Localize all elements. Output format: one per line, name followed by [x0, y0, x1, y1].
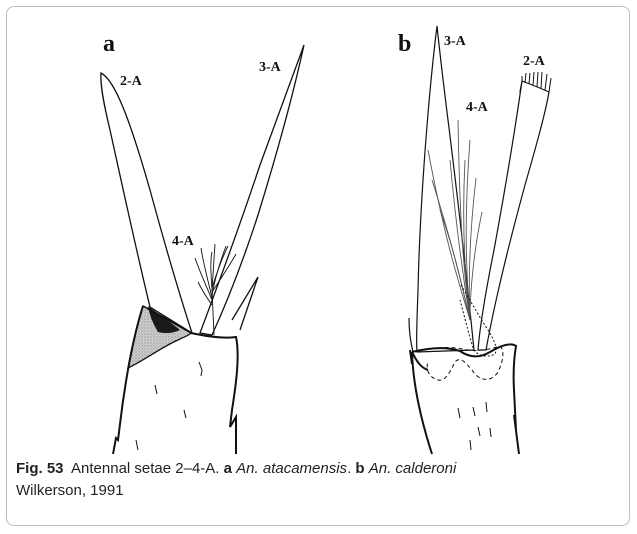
panel-b-spine [409, 318, 413, 352]
caption-panel-a-letter: a [224, 460, 232, 477]
caption-text: Antennal setae 2–4-A. [71, 460, 219, 477]
panel-b-seta-3 [417, 26, 474, 352]
panel-a-label-2: 2-A [120, 74, 143, 89]
figure-number: Fig. 53 [16, 460, 64, 477]
figure-caption: Fig. 53 Antennal setae 2–4-A. a An. atac… [16, 458, 620, 502]
panel-b-label-2: 2-A [523, 54, 546, 69]
panel-b: b [398, 26, 551, 454]
panel-a-spicules [136, 362, 202, 450]
panel-a-seta-3 [200, 45, 304, 335]
caption-authority: Wilkerson, 1991 [16, 482, 124, 499]
panel-a: a [101, 31, 304, 454]
panel-b-spicules [458, 402, 491, 450]
panel-b-label-3: 3-A [444, 34, 467, 49]
caption-panel-b-species: An. calderoni [369, 460, 457, 477]
panel-b-label-4: 4-A [466, 100, 489, 115]
panel-a-seta-2 [101, 73, 192, 333]
panel-a-label-3: 3-A [259, 60, 282, 75]
panel-a-label-4: 4-A [172, 234, 195, 249]
panel-b-letter: b [398, 31, 411, 57]
panel-a-spine [232, 277, 258, 330]
caption-panel-b-letter: b [355, 460, 364, 477]
panel-b-seta-2 [478, 81, 549, 350]
panel-a-letter: a [103, 31, 115, 57]
caption-panel-a-species: An. atacamensis [236, 460, 347, 477]
